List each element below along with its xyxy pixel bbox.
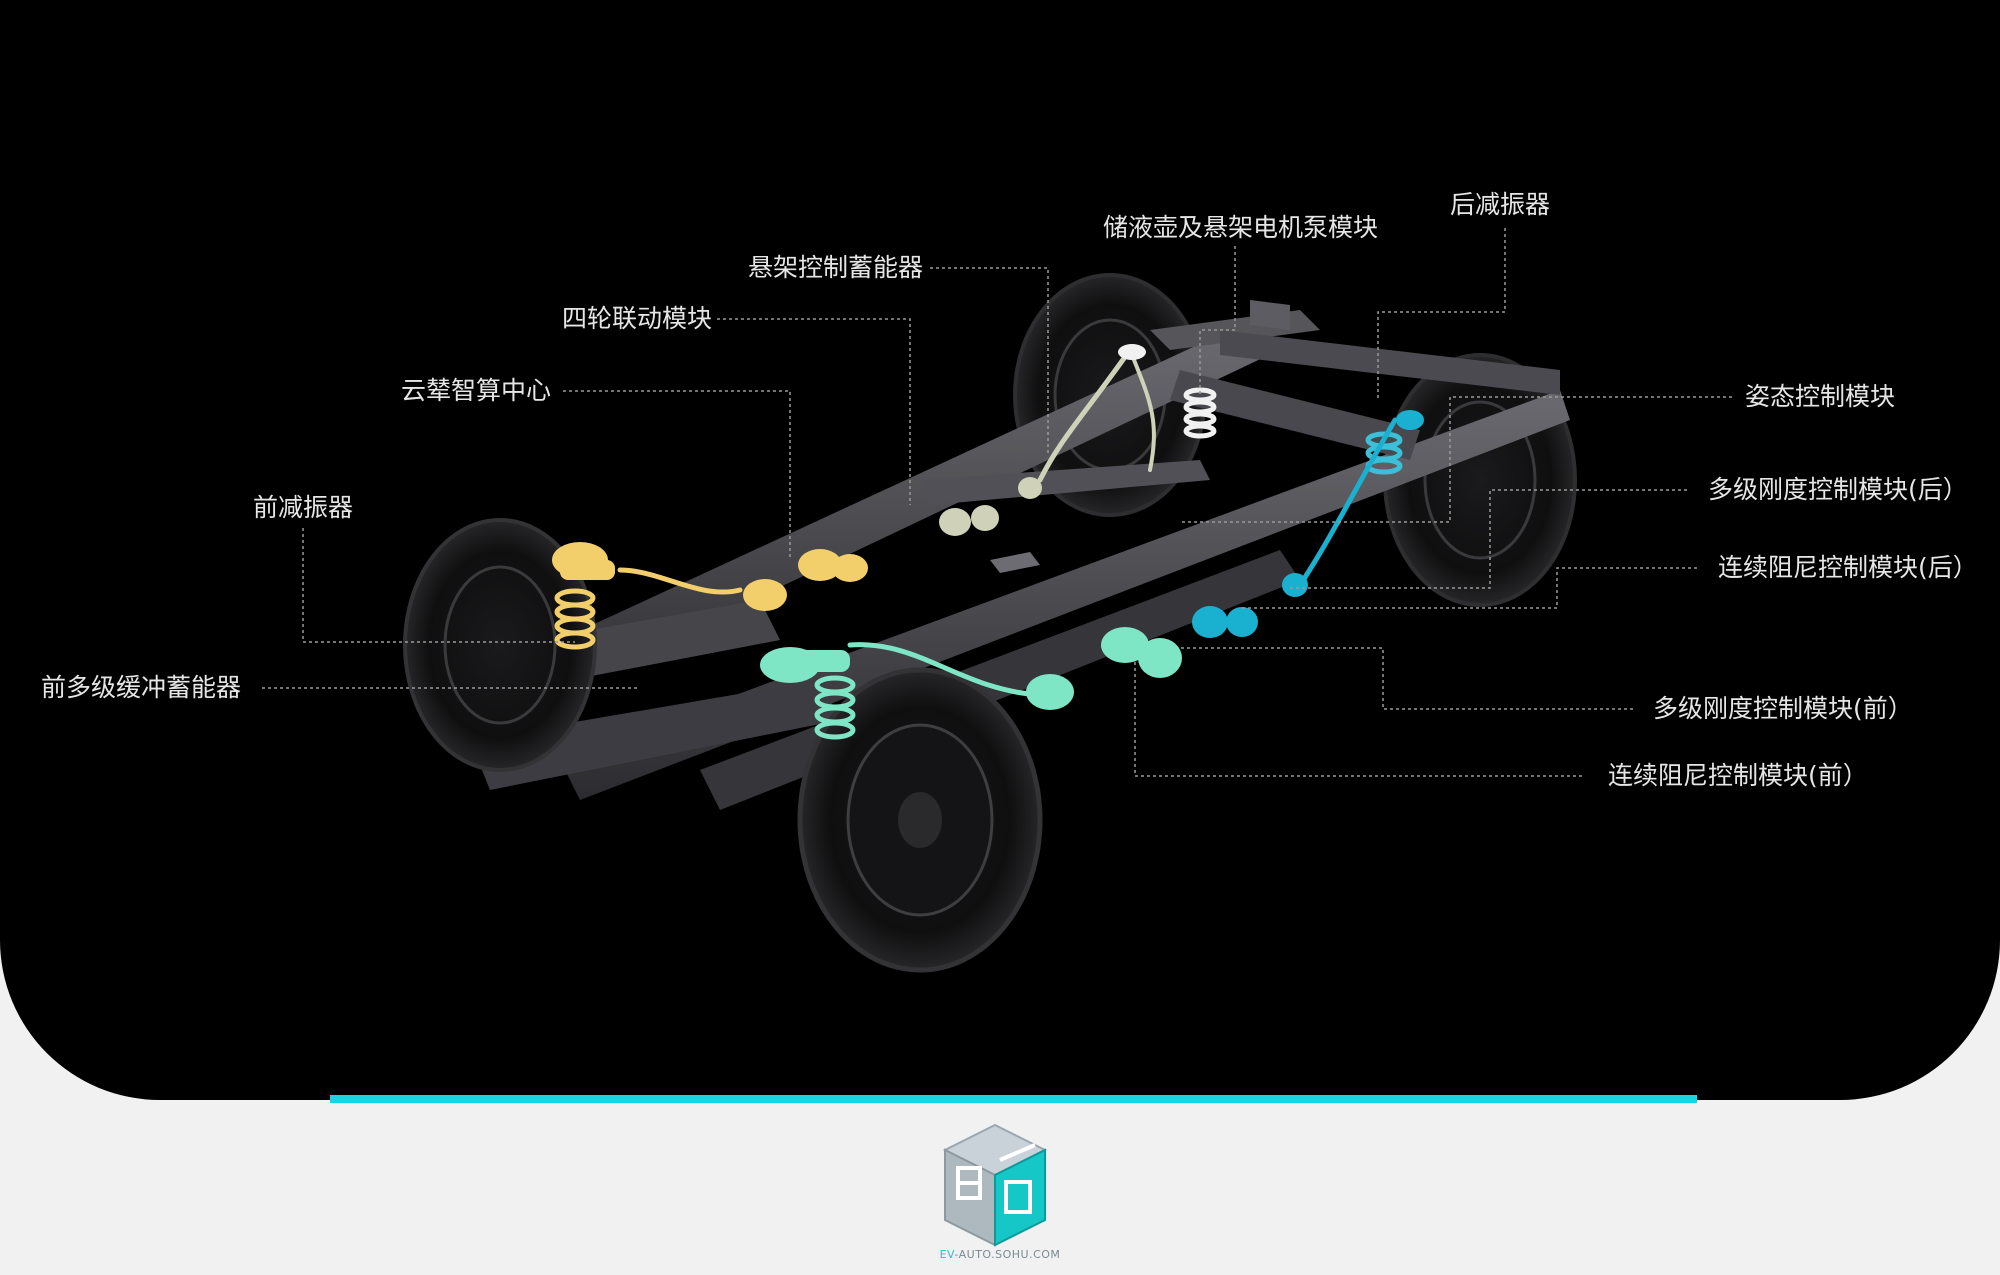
front-right-wheel: [797, 667, 1043, 973]
leader-lines: [262, 228, 1732, 777]
front-left-wheel: [403, 518, 597, 772]
label-front-shock: 前减振器: [253, 493, 354, 522]
label-stiffness-rear: 多级刚度控制模块(后）: [1708, 475, 1968, 504]
accumulator-beige: [939, 344, 1146, 536]
front-left-spring: [554, 588, 596, 650]
label-cloud-center: 云辇智算中心: [401, 376, 552, 405]
label-attitude-control: 姿态控制模块: [1745, 382, 1896, 411]
rear-modules-teal: [1192, 410, 1424, 638]
rear-left-spring: [1183, 387, 1217, 439]
hydraulic-lines: [617, 347, 1398, 698]
front-shock-mint: [760, 647, 850, 683]
accent-bar: [330, 1095, 1697, 1103]
label-front-buffer-accumulator: 前多级缓冲蓄能器: [41, 673, 242, 702]
label-damping-front: 连续阻尼控制模块(前）: [1608, 761, 1868, 790]
label-four-wheel-link: 四轮联动模块: [562, 304, 713, 333]
label-stiffness-front: 多级刚度控制模块(前）: [1653, 694, 1913, 723]
front-buffer-accumulator-yellow: [743, 549, 868, 611]
chassis-diagram: [262, 228, 1732, 973]
label-rear-shock: 后减振器: [1450, 190, 1551, 219]
front-modules-mint: [1026, 627, 1182, 710]
front-shock-yellow: [552, 542, 615, 580]
diagram-stage: 后减振器 储液壶及悬架电机泵模块 悬架控制蓄能器 四轮联动模块 云辇智算中心 前…: [0, 0, 2000, 1100]
logo-text-suffix: -AUTO.SOHU.COM: [954, 1248, 1061, 1261]
label-reservoir-pump: 储液壶及悬架电机泵模块: [1103, 213, 1379, 242]
logo-text: EV-AUTO.SOHU.COM: [900, 1248, 1100, 1261]
logo-text-prefix: EV: [939, 1248, 955, 1261]
cube-logo-icon: [942, 1123, 1048, 1247]
label-suspension-accumulator: 悬架控制蓄能器: [748, 253, 924, 282]
front-right-spring: [814, 675, 856, 740]
label-damping-rear: 连续阻尼控制模块(后）: [1718, 553, 1978, 582]
